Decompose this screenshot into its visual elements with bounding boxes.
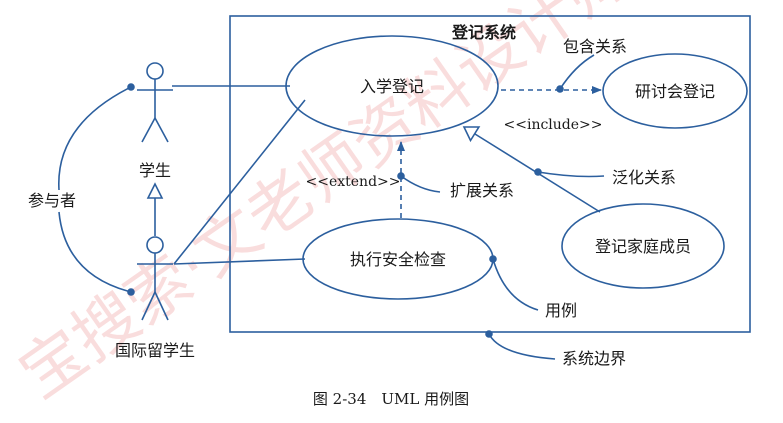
callout-extend-dot: [397, 172, 405, 180]
use-case-seminar-ellipse: [602, 53, 748, 129]
callout-system-boundary: 系统边界: [485, 330, 626, 368]
callout-system-boundary-leader: [488, 333, 556, 360]
actor-intl-student-leg-right: [154, 291, 169, 321]
actor-intl-student: 国际留学生: [115, 236, 195, 360]
use-case-enrollment-ellipse: [285, 35, 499, 137]
callout-include-label: 包含关系: [563, 37, 627, 56]
actor-student-leg-right: [154, 117, 169, 143]
callout-use-case-leader: [492, 258, 539, 311]
actor-student-head: [146, 62, 164, 80]
callout-generalization-leader: [537, 171, 605, 178]
use-case-family: 登记家庭成员: [561, 203, 725, 289]
callout-extend: 扩展关系: [397, 172, 514, 200]
figure-caption: 图 2-34 UML 用例图: [313, 390, 469, 408]
system-title: 登记系统: [451, 23, 516, 42]
actor-student: 学生: [137, 62, 173, 180]
callout-extend-label: 扩展关系: [450, 181, 514, 200]
watermark-text: 宝搜索·文老师资料设计师: [7, 0, 643, 413]
use-case-seminar: 研讨会登记: [602, 53, 748, 129]
association-intl-enrollment: [173, 99, 306, 265]
callout-generalization-label: 泛化关系: [612, 168, 676, 187]
extend-stereotype: <<extend>>: [306, 174, 401, 190]
callout-use-case: 用例: [489, 255, 577, 320]
generalization-arrowhead: [462, 126, 481, 143]
callout-extend-leader: [400, 175, 441, 193]
callout-system-boundary-label: 系统边界: [562, 349, 626, 368]
use-case-security-check-label: 执行安全检查: [350, 250, 446, 269]
use-case-enrollment: 入学登记: [285, 35, 499, 137]
use-case-enrollment-label: 入学登记: [360, 77, 424, 96]
actor-intl-student-label: 国际留学生: [115, 341, 195, 360]
actor-intl-student-leg-left: [141, 291, 156, 321]
callout-participant-leader-upper: [58, 86, 132, 191]
callout-system-boundary-dot: [485, 330, 493, 338]
callout-participant-leader-lower: [58, 211, 132, 293]
actor-student-label: 学生: [139, 161, 171, 180]
use-case-security-check: 执行安全检查: [302, 218, 494, 300]
callout-use-case-dot: [489, 255, 497, 263]
callout-use-case-label: 用例: [545, 301, 577, 320]
watermark: 宝搜索·文老师资料设计师: [7, 0, 643, 413]
callout-participant-dot-lower: [127, 288, 135, 296]
callout-include-dot: [556, 85, 564, 93]
callout-participant: 参与者: [28, 83, 135, 296]
use-case-seminar-label: 研讨会登记: [635, 82, 715, 101]
actor-student-leg-left: [141, 117, 156, 143]
callout-include-leader: [559, 54, 595, 90]
callout-include: 包含关系: [556, 37, 627, 93]
callout-generalization: 泛化关系: [534, 168, 676, 187]
callout-participant-label: 参与者: [28, 191, 76, 210]
use-case-family-label: 登记家庭成员: [595, 237, 691, 256]
callout-generalization-dot: [534, 168, 542, 176]
callout-participant-dot-upper: [127, 83, 135, 91]
include-stereotype: <<include>>: [504, 117, 603, 133]
use-case-family-ellipse: [561, 203, 725, 289]
actor-generalization-arrowhead: [146, 182, 164, 199]
association-intl-security: [173, 258, 306, 265]
